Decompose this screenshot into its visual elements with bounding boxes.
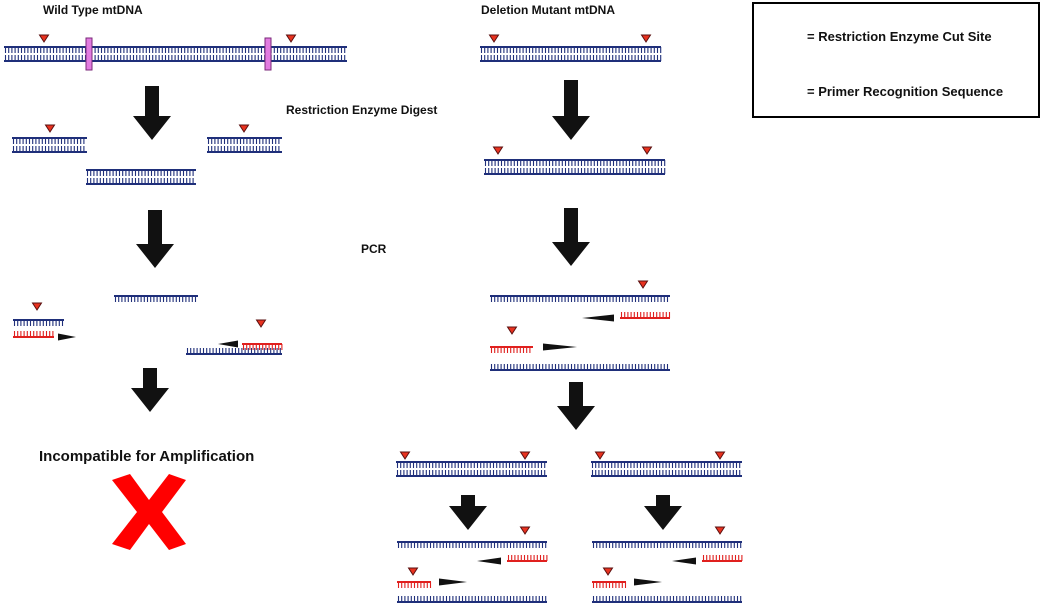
- mutant-bottom-primer-site: [506, 326, 518, 335]
- legend-primer-label: = Primer Recognition Sequence: [807, 84, 1004, 99]
- amplified-copy-2-bottom-primer-direction-icon: [634, 578, 662, 586]
- wt-left-template-strand: [13, 319, 64, 326]
- amplified-copy-1-bottom-primer-site: [407, 567, 419, 576]
- legend-cut-site-label: = Restriction Enzyme Cut Site: [807, 29, 992, 44]
- wt-right-primer: [242, 343, 283, 350]
- amplified-copy-2-dsdna-top-strand: [591, 461, 742, 468]
- mutant-primer-site-right: [640, 34, 652, 43]
- amplified-copy-1-dsdna-bottom-strand: [396, 470, 547, 477]
- wt-fragment-left-bottom-strand: [12, 146, 87, 153]
- amplified-copy-1-top-primer: [507, 555, 548, 562]
- amplified-copy-2-bottom-template-strand: [592, 596, 742, 603]
- amplified-copy-2-top-primer-direction-icon: [672, 557, 696, 565]
- mutant-digest-primer-site-left: [492, 146, 504, 155]
- mutant-arrow-digest: [552, 80, 590, 140]
- amplified-copy-2-arrow: [644, 495, 682, 530]
- amplified-copy-1-top-primer-direction-icon: [477, 557, 501, 565]
- wt-arrow-digest: [133, 86, 171, 140]
- amplified-copy-1-top-primer-site: [519, 526, 531, 535]
- wt-left-primer-direction-icon: [58, 333, 76, 341]
- wt-arrow-pcr: [136, 210, 174, 268]
- amplified-copy-1-bottom-template-strand: [397, 596, 547, 603]
- amplified-copy-1-bottom-primer: [397, 581, 432, 588]
- wt-arrow-result: [131, 368, 169, 412]
- mutant-top-primer-direction-icon: [582, 314, 614, 322]
- amplified-copy-2-bottom-primer: [592, 581, 627, 588]
- wt-fragment-middle-bottom-strand: [86, 178, 196, 185]
- mutant-bottom-primer-direction-icon: [543, 343, 577, 351]
- amplified-copy-2-bottom-primer-site: [602, 567, 614, 576]
- amplified-copy-2-dsdna-bottom-strand: [591, 470, 742, 477]
- wild-type-label: Wild Type mtDNA: [43, 3, 143, 17]
- amplified-copy-1-arrow: [449, 495, 487, 530]
- amplified-copy-1-bottom-primer-direction-icon: [439, 578, 467, 586]
- wt-primer-site-right: [285, 34, 297, 43]
- wt-cut-site-right: [264, 37, 272, 71]
- restriction-digest-label: Restriction Enzyme Digest: [286, 103, 438, 117]
- mutant-dna-bottom-strand: [480, 55, 662, 62]
- wt-fragment-left-top-strand: [12, 137, 87, 144]
- mutant-arrow-amplify: [557, 382, 595, 430]
- wt-fragment-middle-top-strand: [86, 169, 196, 176]
- mutant-digest-primer-site-right: [641, 146, 653, 155]
- wt-middle-single-strand: [114, 295, 198, 302]
- mutant-top-template-strand: [490, 295, 670, 302]
- deletion-mutant-label: Deletion Mutant mtDNA: [481, 3, 615, 17]
- pcr-label: PCR: [361, 242, 387, 256]
- amplified-copy-2-top-primer: [702, 555, 743, 562]
- amplification-failed-icon: [112, 474, 186, 550]
- wt-fragment-right-primer-site: [238, 124, 250, 133]
- mutant-top-primer-site: [637, 280, 649, 289]
- wild-type-dna-bottom-strand: [4, 55, 347, 62]
- mutant-top-primer: [620, 312, 671, 319]
- wt-fragment-right-bottom-strand: [207, 146, 282, 153]
- incompatible-label: Incompatible for Amplification: [39, 448, 255, 465]
- wt-right-primer-site: [255, 319, 267, 328]
- amplified-copy-1-primer-site-left: [399, 451, 411, 460]
- amplified-copy-2-top-primer-site: [714, 526, 726, 535]
- amplified-copy-2-top-template-strand: [592, 541, 742, 548]
- wt-fragment-right-top-strand: [207, 137, 282, 144]
- wild-type-dna-top-strand: [4, 46, 347, 53]
- mutant-digested-dna-top-strand: [484, 159, 666, 166]
- mutant-primer-site-left: [488, 34, 500, 43]
- mutant-arrow-pcr: [552, 208, 590, 266]
- mutant-dna-top-strand: [480, 46, 662, 53]
- legend: = Restriction Enzyme Cut Site = Primer R…: [752, 2, 1040, 118]
- mutant-digested-dna-bottom-strand: [484, 168, 666, 175]
- amplified-copy-1-dsdna-top-strand: [396, 461, 547, 468]
- mutant-bottom-template-strand: [490, 364, 670, 371]
- wt-left-primer: [13, 331, 54, 338]
- mutant-bottom-primer: [490, 346, 533, 353]
- amplified-copy-1-primer-site-right: [519, 451, 531, 460]
- wt-primer-site-left: [38, 34, 50, 43]
- amplified-copy-1-top-template-strand: [397, 541, 547, 548]
- wt-right-primer-direction-icon: [218, 340, 238, 348]
- wt-right-template-strand: [186, 348, 282, 355]
- wt-left-primer-site: [31, 302, 43, 311]
- amplified-copy-2-primer-site-left: [594, 451, 606, 460]
- wt-fragment-left-primer-site: [44, 124, 56, 133]
- amplified-copy-2-primer-site-right: [714, 451, 726, 460]
- wt-cut-site-left: [85, 37, 93, 71]
